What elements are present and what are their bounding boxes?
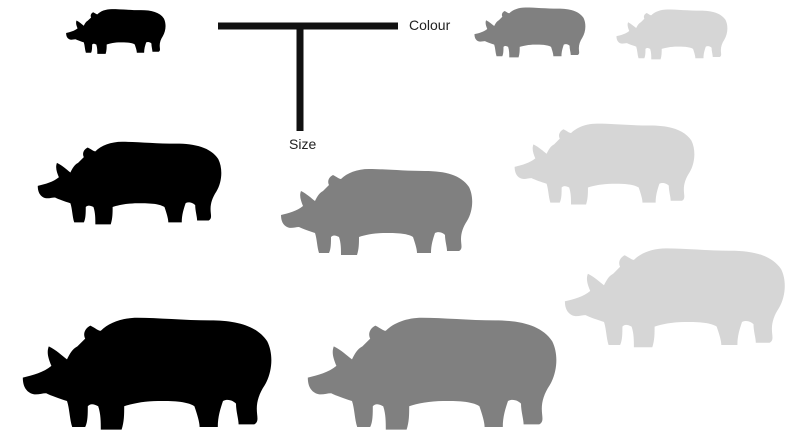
size-axis-label: Size bbox=[289, 136, 316, 152]
rhino-icon bbox=[23, 318, 272, 430]
rhino-icon bbox=[515, 124, 695, 205]
rhino-icon bbox=[38, 142, 222, 225]
rhino-icon bbox=[474, 7, 585, 57]
rhino-icon bbox=[66, 9, 165, 54]
rhino-icon bbox=[281, 169, 472, 255]
rhino-icon bbox=[308, 318, 557, 430]
axis-t-shape bbox=[218, 26, 398, 131]
rhino-icon bbox=[616, 9, 727, 59]
rhino-silhouettes bbox=[23, 7, 785, 429]
rhino-icon bbox=[565, 248, 785, 347]
colour-axis-label: Colour bbox=[409, 17, 451, 33]
